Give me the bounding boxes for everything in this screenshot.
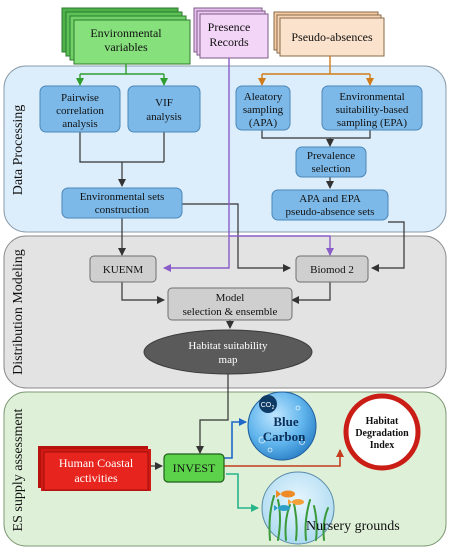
kuenm-label: KUENM — [103, 264, 144, 276]
human-coastal-activities-box: Human Coastal activities — [38, 446, 151, 491]
model-sel-line1: Model — [216, 292, 245, 304]
env-suitability-sampling-box: Environmental suitability-based sampling… — [321, 85, 423, 131]
apa-epa-line2: pseudo-absence sets — [286, 206, 375, 218]
biomod-label: Biomod 2 — [310, 264, 354, 276]
prevalence-line2: selection — [311, 163, 351, 175]
presence-line2: Records — [209, 35, 249, 49]
env-suit-line3: sampling (EPA) — [337, 117, 408, 129]
habitat-line2: map — [219, 354, 238, 366]
prevalence-line1: Prevalence — [307, 150, 355, 162]
invest-box: INVEST — [163, 453, 225, 483]
co2-icon — [259, 395, 277, 413]
habitat-degradation-index-circle: Habitat Degradation Index — [343, 393, 421, 471]
vif-line1: VIF — [155, 97, 173, 109]
kuenm-box: KUENM — [89, 255, 157, 283]
co2-label: CO — [261, 402, 272, 409]
bubble-icon — [258, 405, 305, 453]
fish-icon — [274, 490, 304, 511]
vif-analysis-box: VIF analysis — [127, 85, 201, 133]
env-variables-line1: Environmental — [90, 26, 162, 40]
blue-carbon-circle: CO 2 Blue Carbon — [247, 391, 317, 461]
env-suit-line2: suitability-based — [336, 104, 409, 116]
pseudo-absences-box: Pseudo-absences — [273, 11, 385, 57]
habitat-suitability-map: Habitat suitability map — [143, 329, 313, 375]
env-sets-line2: construction — [95, 204, 150, 216]
aleatory-line3: (APA) — [249, 117, 278, 129]
presence-records-box: Presence Records — [193, 7, 269, 59]
model-sel-line2: selection & ensemble — [183, 306, 278, 318]
blue-carbon-line2: Carbon — [263, 429, 306, 444]
pseudo-absences-label: Pseudo-absences — [291, 30, 373, 44]
section-label-es-supply: ES supply assessment — [11, 408, 26, 531]
nursery-grounds-circle — [261, 471, 335, 545]
hdi-line3: Index — [370, 440, 394, 451]
section-label-distribution-modeling: Distribution Modeling — [11, 249, 26, 375]
invest-label: INVEST — [173, 461, 216, 475]
pairwise-line2: correlation — [56, 105, 104, 117]
blue-carbon-line1: Blue — [273, 414, 299, 429]
aleatory-sampling-box: Aleatory sampling (APA) — [235, 85, 291, 131]
pairwise-line1: Pairwise — [61, 92, 99, 104]
pairwise-correlation-box: Pairwise correlation analysis — [39, 85, 121, 133]
aleatory-line2: sampling — [243, 104, 284, 116]
nursery-grounds-label: Nursery grounds — [306, 519, 400, 534]
env-variables-box: Environmental variables — [61, 7, 191, 65]
presence-line1: Presence — [208, 20, 251, 34]
section-label-data-processing: Data Processing — [11, 105, 26, 196]
env-suit-line1: Environmental — [339, 91, 404, 103]
co2-subscript: 2 — [272, 405, 275, 411]
hdi-line2: Degradation — [355, 428, 409, 439]
env-variables-line2: variables — [104, 40, 148, 54]
aleatory-line1: Aleatory — [244, 91, 283, 103]
human-line2: activities — [74, 471, 118, 485]
apa-epa-line1: APA and EPA — [299, 193, 361, 205]
env-sets-construction-box: Environmental sets construction — [61, 187, 183, 219]
hdi-line1: Habitat — [366, 416, 399, 427]
pairwise-line3: analysis — [62, 118, 97, 130]
prevalence-selection-box: Prevalence selection — [295, 146, 367, 178]
apa-epa-sets-box: APA and EPA pseudo-absence sets — [271, 189, 389, 221]
vif-line2: analysis — [146, 111, 181, 123]
es-supply-panel — [3, 391, 447, 547]
seagrass-icon — [268, 495, 329, 541]
human-line1: Human Coastal — [59, 456, 134, 470]
habitat-line1: Habitat suitability — [188, 340, 268, 352]
model-selection-box: Model selection & ensemble — [167, 287, 293, 321]
biomod-box: Biomod 2 — [295, 255, 369, 283]
env-sets-line1: Environmental sets — [80, 191, 165, 203]
